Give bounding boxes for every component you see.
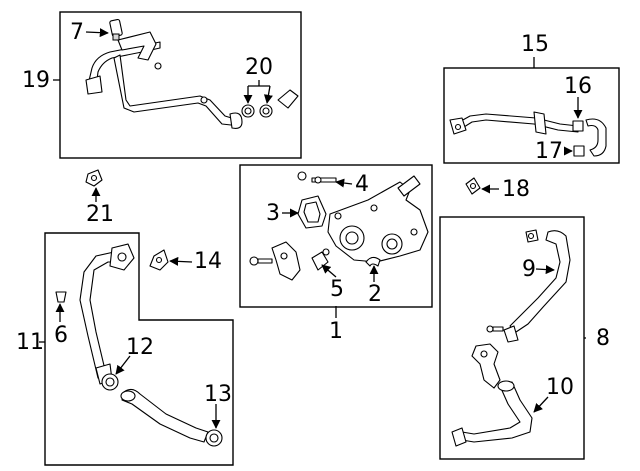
water-outlet-housing bbox=[327, 175, 429, 263]
callout-20: 20 bbox=[245, 55, 273, 80]
group-box-15 bbox=[443, 67, 620, 164]
callout-9: 9 bbox=[522, 257, 536, 282]
callout-6: 6 bbox=[54, 323, 68, 348]
callout-12: 12 bbox=[126, 335, 154, 360]
group-box-19 bbox=[59, 11, 302, 159]
callout-16: 16 bbox=[564, 74, 592, 99]
callout-10: 10 bbox=[546, 375, 574, 400]
callout-18: 18 bbox=[502, 177, 530, 202]
callout-3: 3 bbox=[266, 201, 280, 226]
callout-7: 7 bbox=[70, 20, 84, 45]
sensor-7 bbox=[109, 18, 123, 41]
hose-fitting bbox=[471, 325, 504, 389]
gasket-3-inner bbox=[303, 201, 321, 223]
callout-14: 14 bbox=[194, 249, 222, 274]
sensor-5 bbox=[311, 248, 330, 271]
fitting-17 bbox=[573, 145, 585, 157]
callout-13: 13 bbox=[204, 382, 232, 407]
lower-hose-10 bbox=[451, 380, 533, 447]
clamp-12 bbox=[101, 373, 119, 391]
callout-21: 21 bbox=[86, 202, 114, 227]
callout-2: 2 bbox=[368, 282, 382, 307]
callout-8: 8 bbox=[596, 326, 610, 351]
clamp-13 bbox=[205, 429, 223, 447]
upper-hose-9 bbox=[503, 229, 571, 343]
callout-4: 4 bbox=[355, 172, 369, 197]
coolant-pipe-assembly bbox=[85, 31, 243, 129]
callout-5: 5 bbox=[330, 277, 344, 302]
bypass-pipe-assembly bbox=[449, 111, 607, 157]
bolt-4 bbox=[297, 171, 337, 184]
clip-16 bbox=[572, 120, 584, 132]
heater-hose bbox=[120, 388, 209, 443]
group-box-11 bbox=[44, 232, 234, 466]
bolt-6-body bbox=[55, 291, 67, 303]
callout-11: 11 bbox=[16, 330, 44, 355]
bracket-with-bolt bbox=[249, 241, 301, 281]
callout-19: 19 bbox=[22, 68, 50, 93]
callout-17: 17 bbox=[535, 139, 563, 164]
leader-lines bbox=[39, 28, 586, 429]
clamps-20 bbox=[241, 89, 299, 118]
callout-1: 1 bbox=[329, 319, 343, 344]
callout-15: 15 bbox=[521, 32, 549, 57]
heater-pipe-11 bbox=[79, 243, 135, 385]
